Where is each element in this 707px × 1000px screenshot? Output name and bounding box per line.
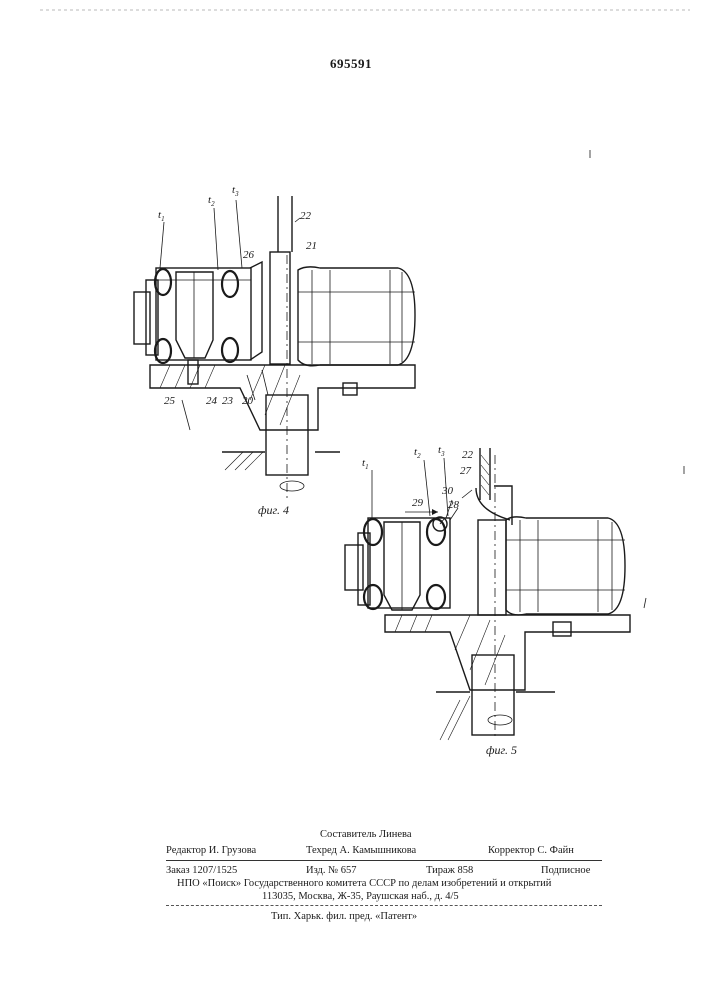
order-line: Заказ 1207/1525 xyxy=(166,864,237,877)
fig4-label-22: 22 xyxy=(300,210,312,222)
compiler-line: Составитель Линева xyxy=(320,828,412,841)
fig4-label-23: 23 xyxy=(222,395,234,407)
fig5-label-t1: t1 xyxy=(362,457,369,471)
fig4-label-t1: t1 xyxy=(158,209,165,223)
fig5-caption: фиг. 5 xyxy=(486,743,517,757)
fig4-label-t3: t3 xyxy=(232,184,239,198)
fig4-label-26: 26 xyxy=(243,249,255,261)
fig5-label-30: 30 xyxy=(441,485,454,497)
subscription-line: Подписное xyxy=(541,864,590,877)
fig4-label-20: 20 xyxy=(242,395,254,407)
fig5-label-29: 29 xyxy=(412,497,424,509)
separator-dashed-rule xyxy=(166,905,602,906)
edition-line: Изд. № 657 xyxy=(306,864,357,877)
fig4-caption: фиг. 4 xyxy=(258,503,289,517)
corrector-line: Корректор С. Файн xyxy=(488,844,574,857)
circulation-line: Тираж 858 xyxy=(426,864,473,877)
fig5-label-t2: t2 xyxy=(414,446,421,460)
fig5-label-22: 22 xyxy=(462,449,474,461)
fig4-label-21: 21 xyxy=(306,240,317,252)
fig5-label-27: 27 xyxy=(460,465,472,477)
figure-5 xyxy=(345,448,630,740)
separator-rule xyxy=(166,860,602,861)
figure-4 xyxy=(134,196,415,500)
printer-line: Тип. Харьк. фил. пред. «Патент» xyxy=(271,910,417,923)
fig5-label-t3: t3 xyxy=(438,444,445,458)
editor-line: Редактор И. Грузова xyxy=(166,844,256,857)
fig4-label-t2: t2 xyxy=(208,194,215,208)
techred-line: Техред А. Камышникова xyxy=(306,844,416,857)
address-line: 113035, Москва, Ж-35, Раушская наб., д. … xyxy=(262,890,459,903)
fig4-label-24: 24 xyxy=(206,395,218,407)
organization-line: НПО «Поиск» Государственного комитета СС… xyxy=(177,877,551,890)
fig5-label-28: 28 xyxy=(448,499,460,511)
fig4-label-25: 25 xyxy=(164,395,176,407)
